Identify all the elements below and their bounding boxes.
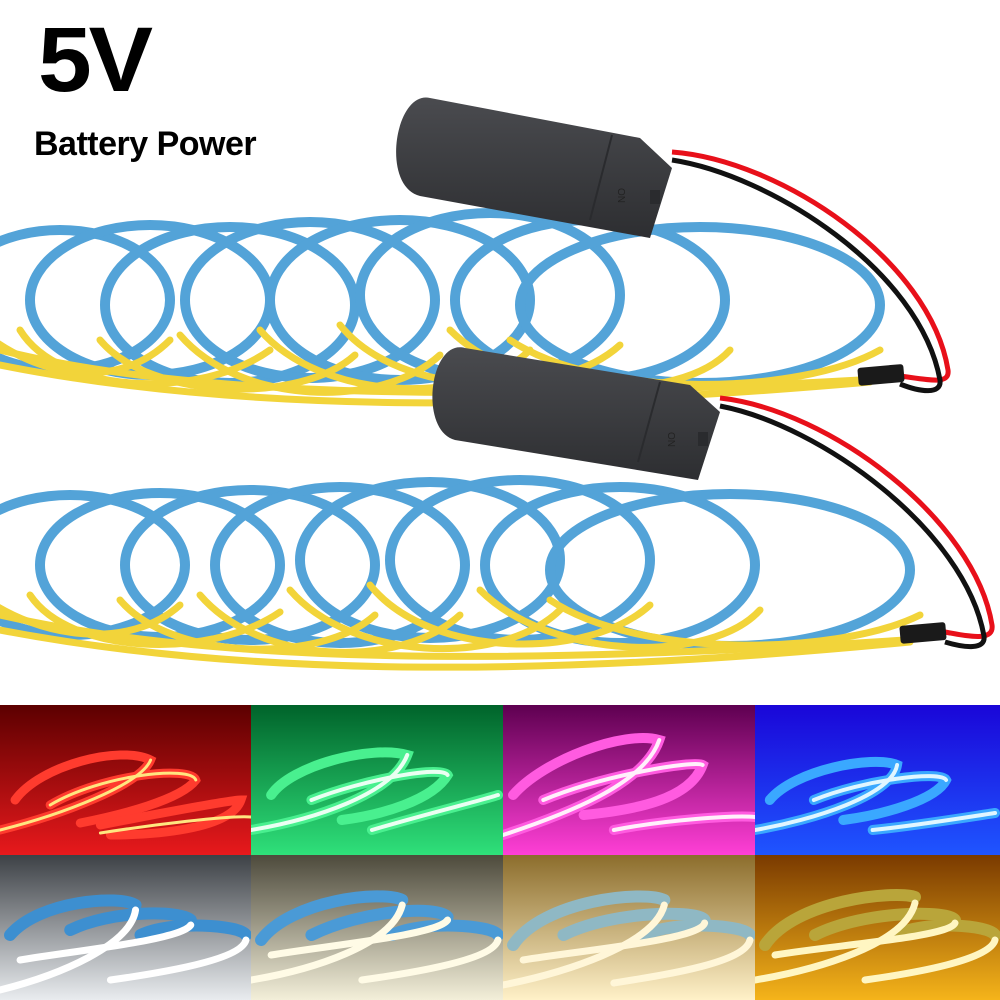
- variant-panel-cool-white: [0, 855, 251, 1000]
- variant-panel-blue: [755, 705, 1000, 855]
- led-strip-coil-lower: [0, 475, 924, 671]
- battery-box-lower: ON: [432, 347, 720, 480]
- wire-black-lower: [719, 403, 987, 649]
- color-variant-grid: [0, 705, 1000, 1000]
- variant-panel-natural-white: [251, 855, 503, 1000]
- svg-text:ON: ON: [665, 432, 676, 447]
- wire-red-lower: [719, 395, 995, 639]
- connector-lower: [899, 622, 947, 644]
- product-illustration: ON: [0, 97, 995, 671]
- variant-panel-warm-white: [503, 855, 755, 1000]
- variant-panel-amber: [755, 855, 1000, 1000]
- variant-panel-red: [0, 705, 251, 855]
- wire-red-upper: [671, 149, 951, 383]
- battery-power-subtitle: Battery Power: [34, 125, 257, 163]
- wire-black-upper: [671, 157, 943, 394]
- voltage-headline: 5V: [38, 9, 153, 111]
- connector-upper: [857, 364, 905, 386]
- variant-panel-green: [251, 705, 503, 855]
- battery-box-upper: ON: [396, 97, 672, 238]
- variant-panel-pink: [503, 705, 755, 855]
- svg-text:ON: ON: [615, 188, 626, 203]
